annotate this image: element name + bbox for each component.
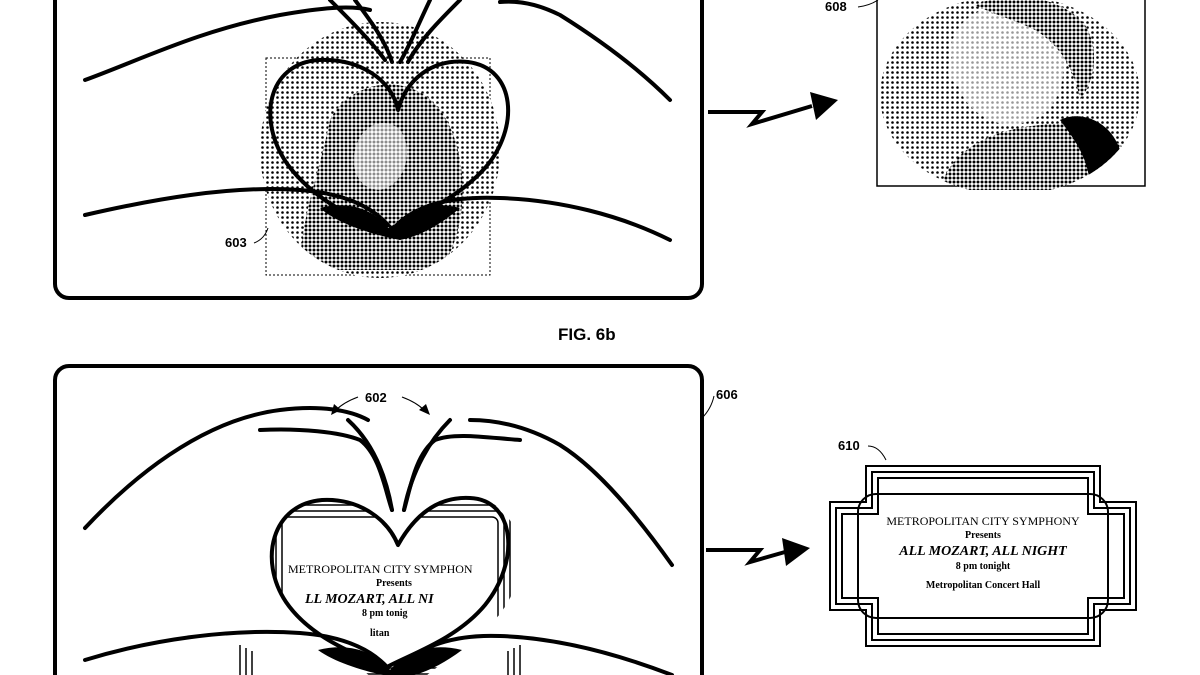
poster-line5: Metropolitan Concert Hall [926, 580, 1040, 591]
figure-caption: FIG. 6b [558, 325, 616, 344]
bottom-device-frame [53, 364, 704, 675]
poster-cropped-line2: Presents [376, 578, 412, 589]
top-device-frame [53, 0, 704, 300]
arrow-602-left [335, 396, 359, 411]
poster-line4: 8 pm tonight [956, 561, 1011, 572]
poster-line1: METROPOLITAN CITY SYMPHONY [886, 514, 1080, 528]
poster-cropped-line1: METROPOLITAN CITY SYMPHON [288, 562, 473, 576]
top-thumbs-shadow [320, 205, 460, 240]
arrow-to-608 [708, 104, 813, 128]
arrow-602-right [401, 396, 425, 411]
bottom-hands-heart [83, 406, 674, 675]
poster-behind-hands: METROPOLITAN CITY SYMPHON Presents LL MO… [271, 497, 520, 675]
leader-603 [253, 227, 269, 244]
arrowhead-608 [810, 92, 838, 120]
leader-608 [857, 0, 879, 8]
poster-cropped-line5: litan [370, 628, 390, 639]
poster-cropped-line4: 8 pm tonig [362, 608, 408, 619]
poster-610 [829, 465, 1137, 647]
ref-606: 606 [716, 387, 738, 402]
poster-line3: ALL MOZART, ALL NIGHT [898, 544, 1068, 559]
ref-603: 603 [225, 235, 247, 250]
poster-line2: Presents [965, 530, 1001, 541]
arrowhead-602-right [419, 404, 430, 415]
ref-608: 608 [825, 0, 847, 14]
arrow-to-610 [706, 548, 786, 566]
bottom-thumbs-shadow [318, 647, 462, 675]
ref-610: 610 [838, 438, 860, 453]
leader-610 [867, 445, 887, 461]
ref-602: 602 [365, 390, 387, 405]
portrait-608 [880, 0, 1140, 190]
poster-cropped-line3: LL MOZART, ALL NI [304, 592, 434, 607]
arrowhead-610 [782, 538, 810, 566]
leader-606 [701, 395, 715, 419]
poster-bottom-edge [239, 645, 521, 675]
